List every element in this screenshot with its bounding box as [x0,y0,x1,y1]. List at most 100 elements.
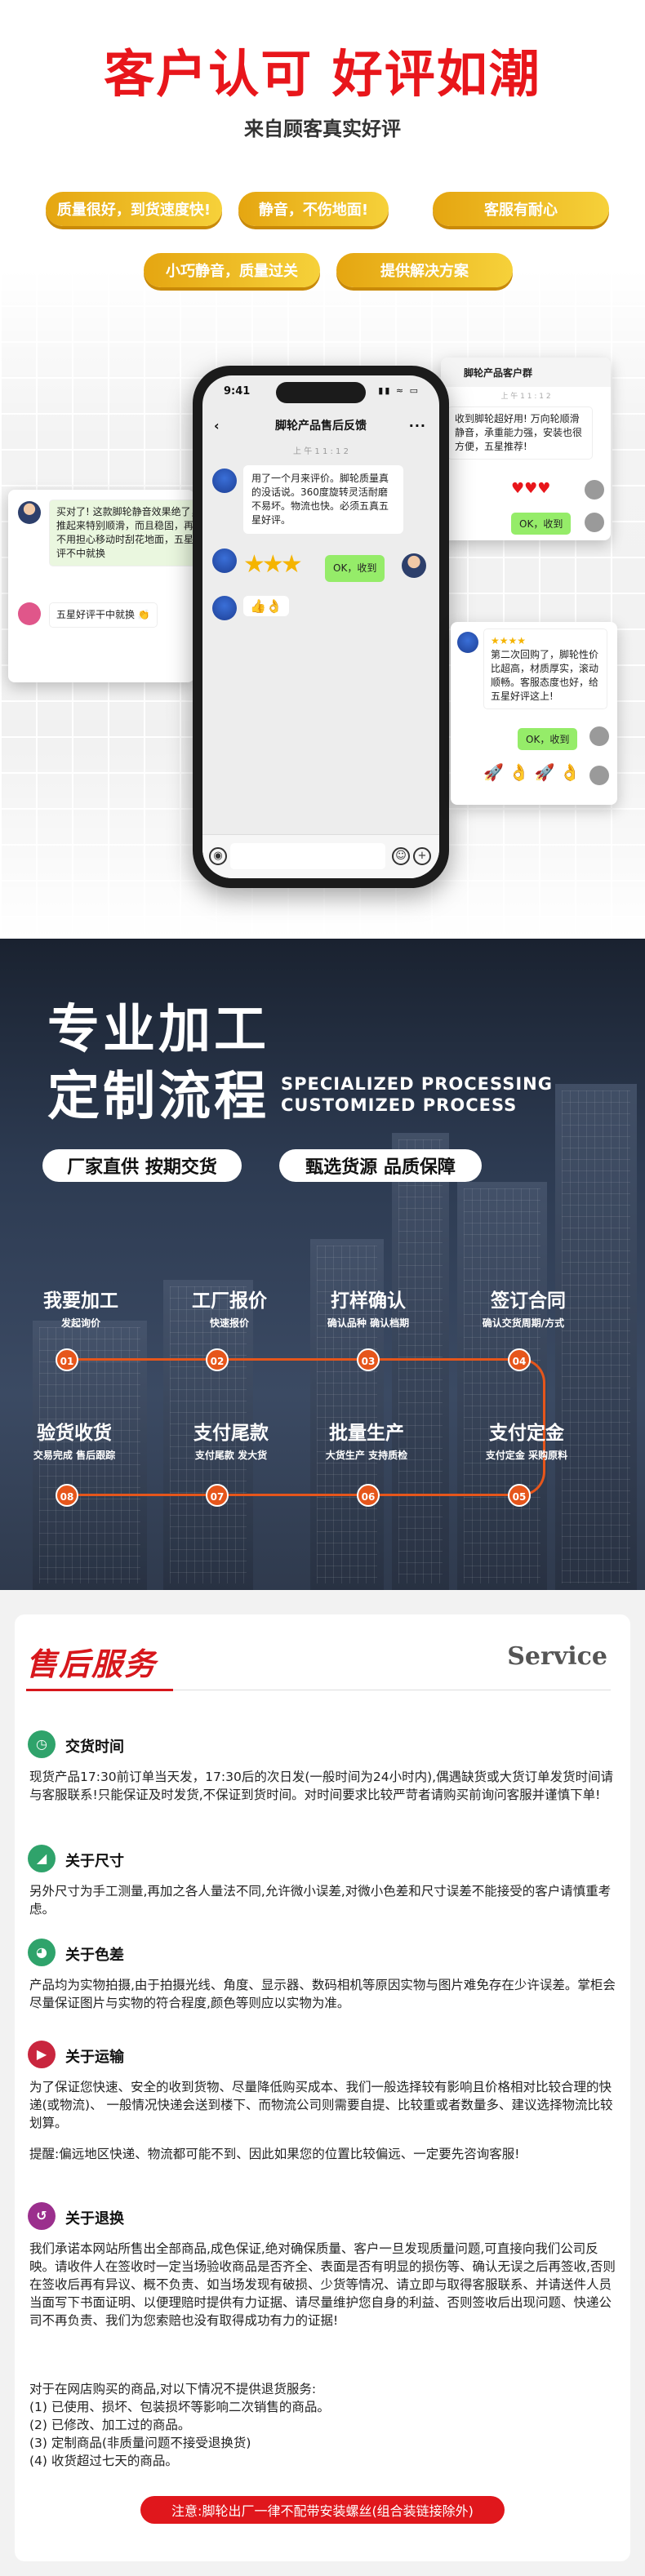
building-graphic [392,1133,449,1590]
review-card-left: 买对了! 这款脚轮静音效果绝了，推起来特别顺滑，而且稳固，再也不用担心移动时刮花… [8,490,194,682]
step-6-number: 06 [357,1484,380,1507]
step-7-sub: 支付尾款 发大货 [194,1450,268,1461]
size-text: 另外尺寸为手工测量,再加之各人量法不同,允许微小误差,对微小色差和尺寸误差不能接… [29,1884,612,1916]
chat-input[interactable] [230,843,385,869]
phone-screen: 9:41 ▮▮ ≈ ▭ ‹ 脚轮产品售后反馈 ··· 上 午 1 1 : 1 2… [202,375,439,878]
return-conditions: 对于在网店购买的商品,对以下情况不提供退货服务: [29,2382,317,2396]
user-avatar [589,766,609,785]
step-4-number: 04 [508,1348,531,1371]
status-icons: ▮▮ ≈ ▭ [378,385,420,396]
truck-icon: ▶ [28,2041,56,2068]
emoji-icon[interactable]: ☺ [392,847,410,865]
clock-icon: ◷ [28,1730,56,1758]
step-6-title: 批量生产 [329,1423,404,1444]
reviews-section: 客户认可 好评如潮 来自顾客真实好评 质量很好，到货速度快! 静音，不伤地面! … [0,0,645,939]
left-review-short: 五星好评干中就换 [56,609,136,620]
group-reply: OK，收到 [511,513,572,535]
group-chat-title: 脚轮产品客户群 [441,358,611,387]
step-8-title: 验货收货 [37,1423,112,1444]
shipping-note: 提醒:偏远地区快递、物流都可能不到、因此如果您的位置比较偏远、一定要先咨询客服! [29,2147,520,2161]
rebuy-review: ★★★★ 第二次回购了，脚轮性价比超高，材质厚实，滚动顺畅。客服态度也好，给五星… [483,628,607,709]
step-8-number: 08 [56,1484,78,1507]
return-item-4: (4) 收货超过七天的商品。 [29,2454,178,2468]
delivery-time-heading: 交货时间 [65,1739,124,1756]
building-graphic [555,1084,637,1590]
more-icon[interactable]: ··· [408,417,426,433]
step-3-number: 03 [357,1348,380,1371]
color-text: 产品均为实物拍摄,由于拍摄光线、角度、显示器、数码相机等原因实物与图片难免存在少… [29,1978,616,2010]
chat-timestamp: 上 午 1 1 : 1 2 [293,447,349,456]
process-subtitle-en-1: SPECIALIZED PROCESSING [281,1074,553,1094]
step-4-title: 签订合同 [491,1290,566,1312]
left-review-text-2: 五星好评干中就换 👏 [49,602,158,628]
voice-icon[interactable]: ◉ [209,847,227,865]
step-5-number: 05 [508,1484,531,1507]
hearts-emoji: ♥♥♥ [511,480,551,497]
customer-avatar [212,469,237,493]
user-avatar [589,726,609,746]
user-avatar [18,602,41,625]
return-text: 我们承诺本网站所售出全部商品,成色保证,绝对确保质量、客户一旦发现质量问题,可直… [29,2241,616,2328]
chat-input-bar: ◉ ☺ + [202,834,439,878]
palette-icon: ◕ [28,1939,56,1966]
stars-rating: ★★★ [243,550,303,579]
return-item-1: (1) 已使用、损坏、包装损坏等影响二次销售的商品。 [29,2400,330,2414]
return-heading: 关于退换 [65,2210,124,2227]
reviews-subtitle: 来自顾客真实好评 [244,118,401,140]
step-7-number: 07 [206,1484,229,1507]
step-1-title: 我要加工 [43,1290,118,1312]
building-graphic [310,1239,384,1590]
screw-notice: 注意:脚轮出厂一律不配带安装螺丝(组合装链接除外) [140,2496,505,2524]
step-2-sub: 快速报价 [209,1317,249,1329]
service-title-en: Service [507,1642,607,1671]
badge-quality: 甄选货源 品质保障 [279,1149,482,1182]
rebuy-review-text: 第二次回购了，脚轮性价比超高，材质厚实，滚动顺畅。客服态度也好，给五星好评这上! [491,649,599,702]
add-icon[interactable]: + [413,847,431,865]
customer-avatar [457,632,478,653]
chat-header: ‹ 脚轮产品售后反馈 ··· [202,411,439,439]
chat-title: 脚轮产品售后反馈 [275,420,367,433]
review-card-group: 脚轮产品客户群 上 午 1 1 : 1 2 收到脚轮超好用! 万向轮顺滑静音，承… [441,358,611,540]
badge-direct-supply: 厂家直供 按期交货 [42,1149,242,1182]
return-item-3: (3) 定制商品(非质量问题不接受退换货) [29,2436,251,2450]
rebuy-stars: ★★★★ [491,635,527,646]
step-1-sub: 发起询价 [60,1317,100,1329]
step-1-number: 01 [56,1348,78,1371]
service-title: 售后服务 [26,1646,158,1682]
size-heading: 关于尺寸 [65,1853,124,1870]
process-subtitle-en-2: CUSTOMIZED PROCESS [281,1095,518,1115]
process-section: 专业加工 定制流程 SPECIALIZED PROCESSING CUSTOMI… [0,939,645,1590]
group-chat-timestamp: 上 午 1 1 : 1 2 [500,393,551,401]
return-item-2: (2) 已修改、加工过的商品。 [29,2418,191,2432]
user-avatar [585,480,604,500]
rebuy-reply: OK，收到 [518,728,578,750]
group-review-text: 收到脚轮超好用! 万向轮顺滑静音，承重能力强，安装也很方便，五星推荐! [447,406,593,460]
step-3-sub: 确认品种 确认档期 [327,1317,410,1329]
step-3-title: 打样确认 [331,1290,406,1312]
shop-reply-bubble: OK，收到 [325,555,385,582]
step-8-sub: 交易完成 售后跟踪 [33,1450,116,1461]
process-line-top [69,1358,523,1361]
back-icon[interactable]: ‹ [214,417,220,433]
step-4-sub: 确认交货周期/方式 [482,1317,565,1329]
process-title-line2: 定制流程 [47,1067,269,1127]
phone-notch [276,382,366,403]
return-icon: ↺ [28,2202,56,2230]
step-6-sub: 大货生产 支持质检 [325,1450,408,1461]
step-2-title: 工厂报价 [192,1290,267,1312]
service-section: 售后服务 Service [0,1590,645,2576]
customer-review-bubble: 用了一个月来评价。脚轮质量真的没话说。360度旋转灵活耐磨不易坏。物流也快。必须… [243,465,403,534]
process-line-bottom [69,1494,523,1496]
service-panel [15,1614,630,2561]
review-tag-2: 静音，不伤地面! [238,192,389,226]
step-2-number: 02 [206,1348,229,1371]
phone-mockup: 9:41 ▮▮ ≈ ▭ ‹ 脚轮产品售后反馈 ··· 上 午 1 1 : 1 2… [193,366,449,888]
thumbs-emoji: 👍👌 [243,596,289,616]
process-title-line1: 专业加工 [47,1000,269,1060]
review-card-rebuy: ★★★★ 第二次回购了，脚轮性价比超高，材质厚实，滚动顺畅。客服态度也好，给五星… [451,622,617,805]
ruler-icon: ◢ [28,1845,56,1872]
user-avatar [18,501,41,524]
building-graphic [163,1280,253,1590]
user-avatar [585,513,604,532]
step-5-title: 支付定金 [489,1423,564,1444]
